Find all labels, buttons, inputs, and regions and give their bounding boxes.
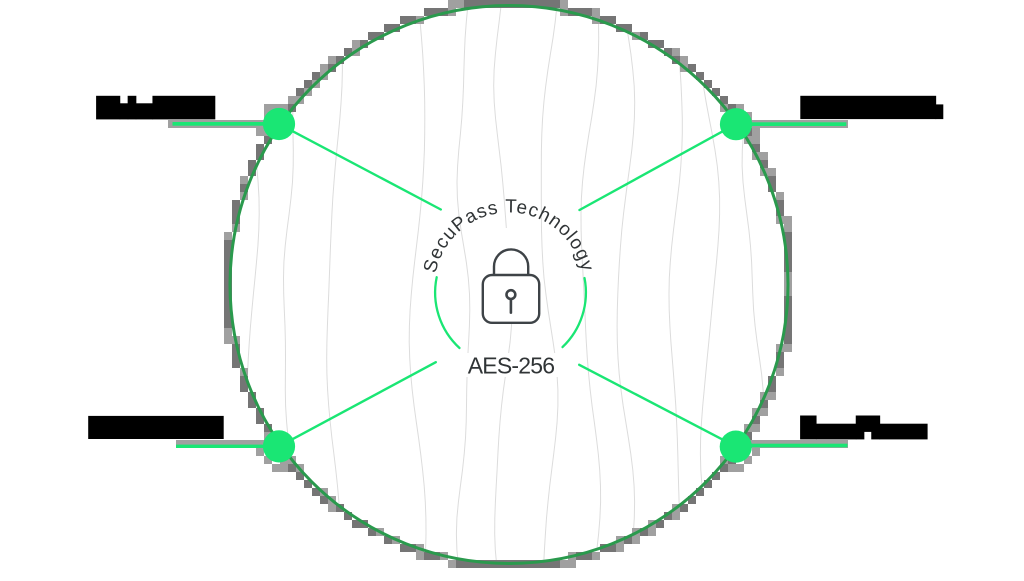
svg-text:AES-256: AES-256 [468,353,554,379]
